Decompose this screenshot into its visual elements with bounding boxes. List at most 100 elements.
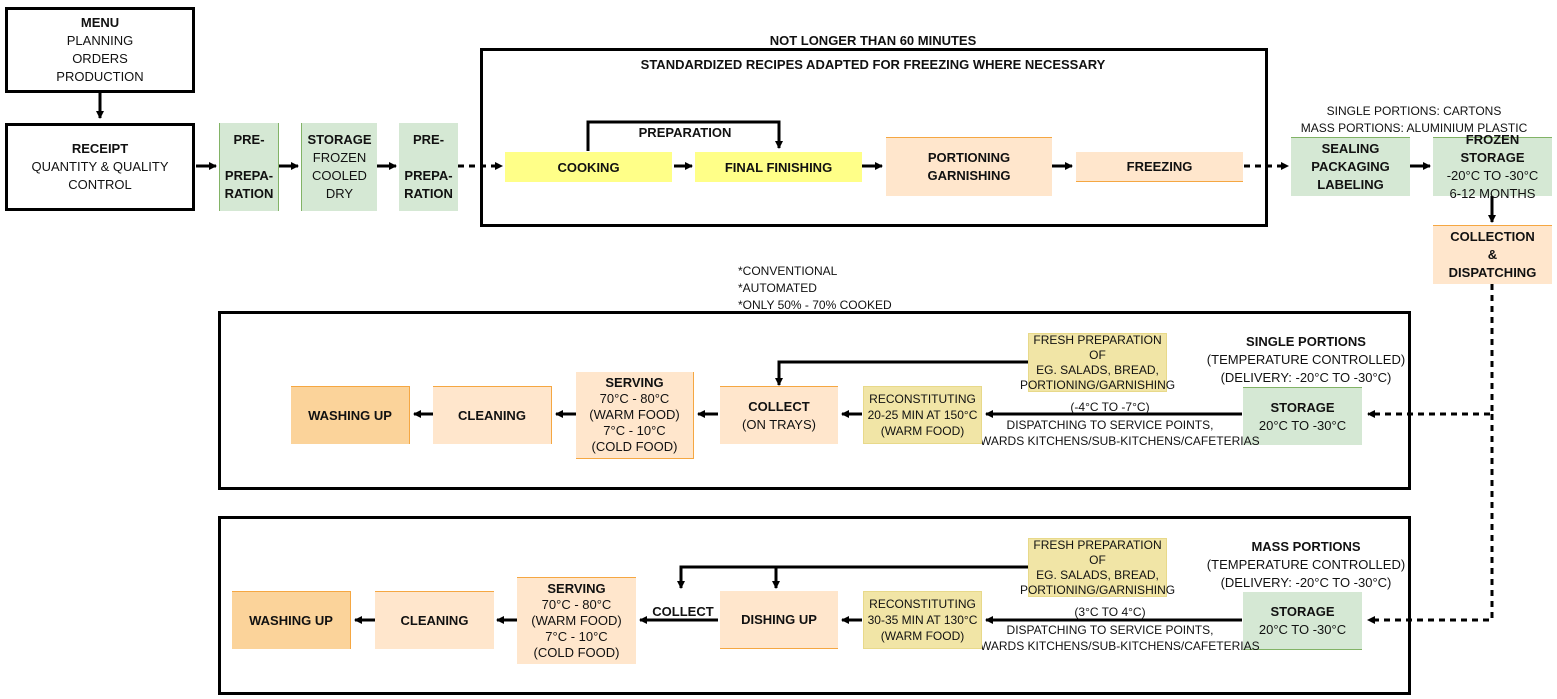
- portioning-label: PORTIONING: [927, 150, 1011, 165]
- fresh-line: FRESH PREPARATION OF: [1033, 332, 1162, 362]
- frozen-storage-box: FROZEN STORAGE -20°C TO -30°C 6-12 MONTH…: [1433, 132, 1552, 201]
- single-reconstituting-box: RECONSTITUTING 20-25 MIN AT 150°C (WARM …: [863, 386, 982, 444]
- serving-line: (COLD FOOD): [591, 439, 678, 454]
- packaging-note-1: SINGLE PORTIONS: CARTONS: [1326, 104, 1502, 118]
- single-portions-frame: [218, 311, 1411, 490]
- serving-line: (WARM FOOD): [531, 613, 622, 628]
- menu-line: PLANNING: [66, 33, 134, 48]
- receipt-line: QUANTITY & QUALITY: [31, 159, 169, 174]
- reconst-line: RECONSTITUTING: [869, 597, 976, 611]
- pre-prep-label: RATION: [224, 186, 274, 201]
- single-fresh-prep-box: FRESH PREPARATION OF EG. SALADS, BREAD, …: [1020, 332, 1175, 392]
- fresh-line: EG. SALADS, BREAD,: [1036, 362, 1159, 377]
- storage-title: STORAGE: [1270, 603, 1335, 619]
- reconst-line: (WARM FOOD): [880, 629, 965, 643]
- fresh-line: PORTIONING/GARNISHING: [1019, 377, 1176, 392]
- mass-collect-label: COLLECT: [652, 604, 714, 619]
- final-finishing-label: FINAL FINISHING: [724, 159, 833, 175]
- receipt-line: CONTROL: [68, 177, 132, 192]
- time-limit-label: NOT LONGER THAN 60 MINUTES: [769, 33, 977, 48]
- mass-dispatch-line1: DISPATCHING TO SERVICE POINTS,: [1006, 623, 1214, 637]
- freezing-label: FREEZING: [1126, 158, 1193, 174]
- pre-prep-label: PREPA-: [404, 168, 453, 183]
- collection-box: COLLECTION & DISPATCHING: [1433, 225, 1552, 284]
- mass-storage-box: STORAGE 20°C TO -30°C: [1243, 592, 1362, 650]
- garnishing-label: GARNISHING: [927, 168, 1011, 183]
- note-automated: *AUTOMATED: [738, 281, 817, 295]
- mass-serving-box: SERVING 70°C - 80°C (WARM FOOD) 7°C - 10…: [517, 577, 636, 664]
- collect-sub: (ON TRAYS): [742, 416, 816, 432]
- collect-title: COLLECT: [748, 398, 810, 414]
- reconst-line: 20-25 MIN AT 150°C: [867, 408, 978, 422]
- reconst-line: RECONSTITUTING: [869, 392, 976, 406]
- mass-dispatch-line2: WARDS KITCHENS/SUB-KITCHENS/CAFETERIAS: [980, 639, 1260, 653]
- portioning-box: PORTIONING GARNISHING: [886, 137, 1052, 196]
- single-collect-box: COLLECT (ON TRAYS): [720, 386, 838, 444]
- mass-cleaning-box: CLEANING: [375, 591, 494, 649]
- serving-line: 70°C - 80°C: [599, 391, 670, 406]
- serving-line: 7°C - 10°C: [545, 629, 608, 644]
- reconst-line: (WARM FOOD): [880, 424, 965, 438]
- packaging-label: PACKAGING: [1311, 159, 1390, 174]
- arrow-fresh-collect-single: [775, 360, 1028, 386]
- fresh-line: FRESH PREPARATION OF: [1033, 537, 1162, 567]
- production-frame: [480, 48, 1268, 227]
- washing-label: WASHING UP: [249, 612, 333, 628]
- fresh-line: EG. SALADS, BREAD,: [1036, 567, 1159, 582]
- single-dispatch-line2: WARDS KITCHENS/SUB-KITCHENS/CAFETERIAS: [980, 434, 1260, 448]
- note-conventional: *CONVENTIONAL: [738, 264, 838, 278]
- mass-portions-frame: [218, 516, 1411, 695]
- storage-temp: 20°C TO -30°C: [1258, 621, 1347, 637]
- single-serving-box: SERVING 70°C - 80°C (WARM FOOD) 7°C - 10…: [576, 372, 694, 459]
- mass-dishing-box: DISHING UP: [720, 591, 838, 649]
- ampersand-label: &: [1487, 247, 1498, 262]
- arrow-fresh-split-mass: [677, 565, 1028, 589]
- single-sub2: (DELIVERY: -20°C TO -30°C): [1220, 370, 1392, 385]
- menu-box: MENU PLANNING ORDERS PRODUCTION: [5, 7, 195, 93]
- menu-line: ORDERS: [72, 51, 128, 66]
- labeling-label: LABELING: [1317, 177, 1384, 192]
- mass-sub2: (DELIVERY: -20°C TO -30°C): [1220, 575, 1392, 590]
- single-storage-box: STORAGE 20°C TO -30°C: [1243, 387, 1362, 445]
- receipt-title: RECEIPT: [71, 141, 129, 156]
- menu-title: MENU: [80, 15, 120, 30]
- preparation-label: PREPARATION: [638, 125, 732, 140]
- cooking-box: COOKING: [505, 152, 672, 182]
- sealing-label: SEALING: [1321, 141, 1380, 156]
- mass-heading: MASS PORTIONS: [1251, 539, 1361, 554]
- serving-title: SERVING: [605, 375, 664, 390]
- storage-line: FROZEN: [312, 150, 367, 165]
- mass-washing-box: WASHING UP: [232, 591, 351, 649]
- sealing-box: SEALING PACKAGING LABELING: [1291, 137, 1410, 196]
- pre-prep-label: PRE-: [412, 132, 445, 147]
- single-dispatch-line1: DISPATCHING TO SERVICE POINTS,: [1006, 418, 1214, 432]
- mass-sub1: (TEMPERATURE CONTROLLED): [1206, 557, 1406, 572]
- menu-line: PRODUCTION: [56, 69, 144, 84]
- storage-line: DRY: [325, 186, 354, 201]
- frozen-storage-title: FROZEN STORAGE: [1460, 132, 1525, 165]
- storage-line: COOLED: [312, 168, 367, 183]
- storage-box: STORAGE FROZEN COOLED DRY: [301, 123, 377, 211]
- single-sub1: (TEMPERATURE CONTROLLED): [1206, 352, 1406, 367]
- dispatching-label: DISPATCHING: [1448, 265, 1537, 280]
- serving-line: 7°C - 10°C: [603, 423, 666, 438]
- washing-label: WASHING UP: [308, 407, 392, 423]
- storage-title: STORAGE: [307, 132, 372, 147]
- collection-label: COLLECTION: [1450, 229, 1535, 244]
- packaging-note-2: MASS PORTIONS: ALUMINIUM PLASTIC: [1300, 121, 1528, 135]
- receipt-box: RECEIPT QUANTITY & QUALITY CONTROL: [5, 123, 195, 211]
- pre-preparation-box-1: PRE- PREPA- RATION: [219, 123, 279, 211]
- pre-prep-label: PRE-: [233, 132, 265, 147]
- recipes-note: STANDARDIZED RECIPES ADAPTED FOR FREEZIN…: [640, 57, 1106, 72]
- cleaning-label: CLEANING: [400, 612, 469, 628]
- mass-reconstituting-box: RECONSTITUTING 30-35 MIN AT 130°C (WARM …: [863, 591, 982, 649]
- fresh-line: PORTIONING/GARNISHING: [1019, 582, 1176, 597]
- final-finishing-box: FINAL FINISHING: [695, 152, 862, 182]
- pre-prep-label: PREPA-: [224, 168, 274, 183]
- cleaning-label: CLEANING: [458, 407, 526, 423]
- cooking-notes: *CONVENTIONAL *AUTOMATED *ONLY 50% - 70%…: [738, 263, 892, 314]
- pre-preparation-box-2: PRE- PREPA- RATION: [399, 123, 458, 211]
- single-cleaning-box: CLEANING: [433, 386, 552, 444]
- serving-line: (COLD FOOD): [533, 645, 620, 660]
- mass-fresh-prep-box: FRESH PREPARATION OF EG. SALADS, BREAD, …: [1020, 537, 1175, 597]
